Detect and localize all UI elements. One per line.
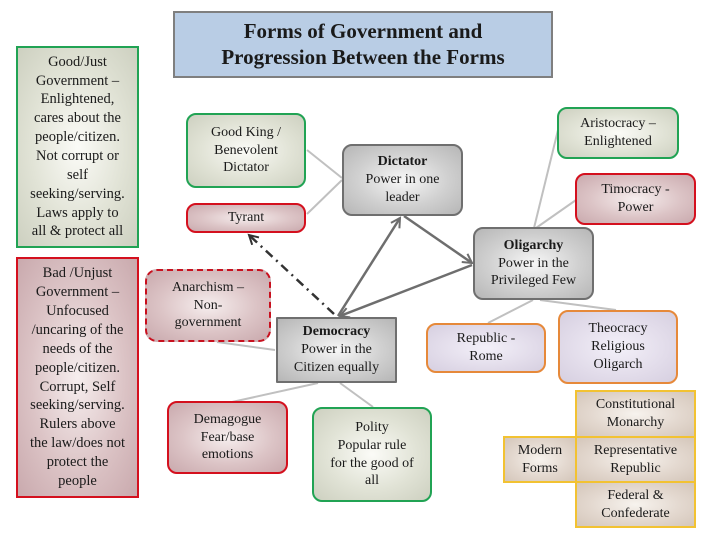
- node-timocracy: Timocracy - Power: [575, 173, 696, 225]
- node-democracy: Democracy Power in the Citizen equally: [276, 317, 397, 383]
- connector-oligarchy-theocracy: [539, 299, 617, 311]
- node-text: Enlightened: [584, 134, 652, 149]
- legend-good-line: Good/Just: [48, 53, 107, 70]
- node-text: Representative: [593, 442, 678, 458]
- legend-good-government: Good/Just Government – Enlightened, care…: [16, 46, 139, 248]
- connector-democracy-demagogue: [231, 382, 319, 403]
- node-text: Popular rule: [337, 437, 407, 453]
- node-text: Confederate: [601, 505, 670, 521]
- node-text: Republic -: [456, 331, 516, 347]
- legend-bad-line: Bad /Unjust: [42, 265, 113, 282]
- node-text: Federal &: [607, 487, 664, 503]
- node-text: leader: [385, 189, 420, 205]
- node-text: Modern: [517, 442, 563, 458]
- modern-constitutional-monarchy: Constitutional Monarchy: [575, 390, 696, 438]
- node-text: Forms: [522, 460, 558, 476]
- node-text: Power in the: [498, 255, 569, 271]
- legend-good-line: all & protect all: [31, 223, 124, 240]
- node-anarchism: Anarchism – Non- government: [145, 269, 271, 342]
- arrow-democracy-to-dictator: [336, 218, 400, 317]
- legend-bad-government: Bad /Unjust Government – Unfocused /unca…: [16, 257, 139, 498]
- node-tyrant: Tyrant: [186, 203, 306, 233]
- title-line-2: Progression Between the Forms: [221, 44, 505, 69]
- node-text: Dictator: [223, 160, 269, 176]
- node-text: Rome: [469, 349, 503, 364]
- node-text: Aristocracy –: [580, 116, 656, 132]
- node-aristocracy: Aristocracy – Enlightened: [557, 107, 679, 159]
- legend-good-line: seeking/serving.: [30, 185, 125, 202]
- arrow-dictator-to-oligarchy: [403, 214, 472, 263]
- node-text: Benevolent: [214, 142, 278, 158]
- node-text: Power: [617, 200, 654, 215]
- legend-good-line: self: [67, 166, 88, 183]
- node-text: Good King /: [211, 124, 281, 140]
- node-text: Power in the: [301, 342, 372, 358]
- diagram-title: Forms of Government and Progression Betw…: [173, 11, 553, 78]
- legend-good-line: people/citizen.: [35, 129, 120, 146]
- node-text: Theocracy: [588, 321, 648, 337]
- node-text: Monarchy: [606, 415, 665, 430]
- node-text: Citizen equally: [293, 359, 380, 375]
- legend-good-line: Government –: [35, 72, 120, 89]
- node-demagogue: Demagogue Fear/base emotions: [167, 401, 288, 474]
- node-good-king: Good King / Benevolent Dictator: [186, 113, 306, 188]
- modern-representative-republic: Representative Republic: [575, 436, 696, 483]
- node-theocracy: Theocracy Religious Oligarch: [558, 310, 678, 384]
- node-text: Anarchism –: [172, 279, 244, 295]
- node-text: all: [365, 473, 379, 489]
- legend-bad-line: needs of the: [42, 340, 113, 357]
- node-text: Timocracy -: [601, 182, 670, 198]
- legend-bad-line: Corrupt, Self: [39, 378, 116, 395]
- node-text: government: [174, 315, 242, 331]
- legend-good-line: cares about the: [34, 110, 121, 127]
- connector-oligarchy-aristocracy: [533, 129, 559, 229]
- node-text: Constitutional: [595, 397, 676, 413]
- node-text: Demagogue: [193, 411, 262, 427]
- node-oligarchy: Oligarchy Power in the Privileged Few: [473, 227, 594, 300]
- legend-bad-line: Unfocused: [46, 303, 109, 320]
- node-heading: Dictator: [377, 154, 428, 170]
- connector-oligarchy-republic: [487, 299, 534, 324]
- connector-oligarchy-timocracy: [535, 199, 577, 229]
- title-line-1: Forms of Government and: [243, 18, 483, 43]
- connector-democracy-polity: [339, 382, 374, 408]
- node-text: Republic: [610, 460, 661, 476]
- connector-dictator-tyrant: [306, 179, 343, 215]
- node-republic-rome: Republic - Rome: [426, 323, 546, 373]
- node-text: Non-: [193, 297, 223, 313]
- legend-bad-line: Rulers above: [39, 416, 116, 433]
- node-text: Tyrant: [227, 210, 265, 226]
- legend-bad-line: people: [58, 472, 97, 489]
- node-text: Privileged Few: [490, 273, 577, 289]
- connector-democracy-anarchism: [216, 341, 276, 351]
- node-text: Power in one: [365, 172, 440, 188]
- legend-bad-line: /uncaring of the: [31, 321, 124, 338]
- legend-bad-line: protect the: [46, 453, 109, 470]
- node-text: Religious: [591, 339, 645, 355]
- node-heading: Oligarchy: [503, 237, 564, 253]
- connector-dictator-goodking: [306, 149, 343, 179]
- node-polity: Polity Popular rule for the good of all: [312, 407, 432, 502]
- legend-bad-line: the law/does not: [29, 435, 126, 452]
- arrow-oligarchy-to-democracy: [340, 263, 473, 316]
- node-heading: Democracy: [302, 324, 371, 340]
- node-text: Oligarch: [593, 356, 643, 372]
- node-text: Polity: [355, 419, 389, 435]
- legend-bad-line: Government –: [35, 284, 120, 301]
- legend-good-line: Laws apply to: [36, 204, 119, 221]
- modern-forms-label: Modern Forms: [503, 436, 577, 483]
- legend-bad-line: seeking/serving.: [30, 397, 125, 414]
- node-text: Fear/base: [200, 429, 255, 445]
- legend-good-line: Enlightened,: [40, 91, 115, 108]
- modern-federal-confederate: Federal & Confederate: [575, 481, 696, 528]
- node-text: emotions: [201, 447, 254, 463]
- legend-bad-line: people/citizen.: [35, 359, 120, 376]
- node-dictator: Dictator Power in one leader: [342, 144, 463, 216]
- node-text: for the good of: [330, 455, 414, 471]
- legend-good-line: Not corrupt or: [36, 148, 119, 164]
